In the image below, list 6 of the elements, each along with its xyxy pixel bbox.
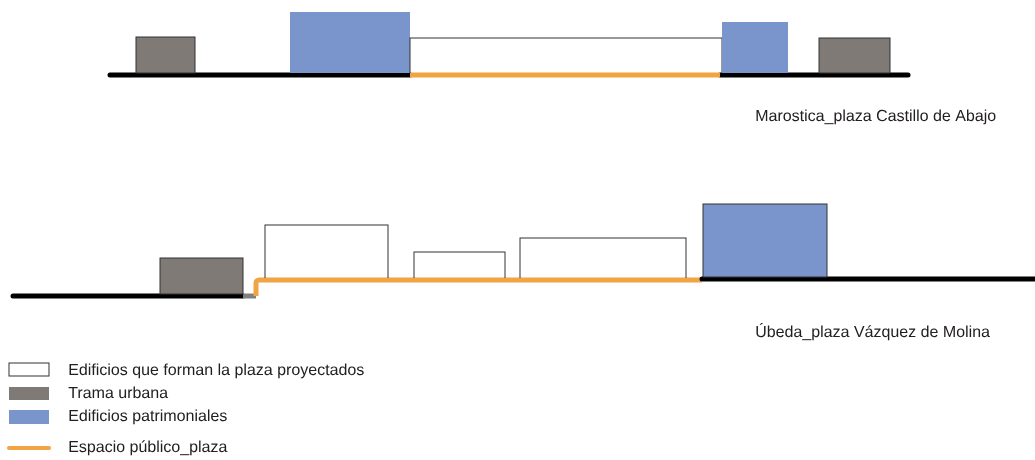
section-caption: Marostica_plaza Castillo de Abajo <box>756 109 996 125</box>
legend-label: Espacio público_plaza <box>69 440 228 456</box>
legend-label: Edificios que forman la plaza proyectados <box>69 363 364 379</box>
section-caption: Úbeda_plaza Vázquez de Molina <box>756 323 990 341</box>
legend-label: Edificios patrimoniales <box>69 409 227 425</box>
legend-label: Trama urbana <box>68 386 169 399</box>
